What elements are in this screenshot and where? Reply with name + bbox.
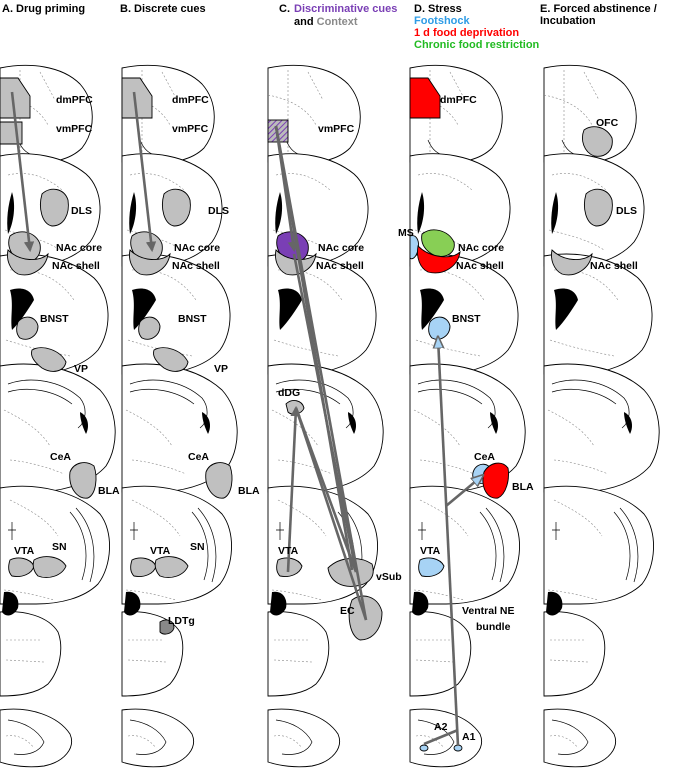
panel-e-title-line2: Incubation — [540, 15, 596, 27]
label-b-vp: VP — [214, 363, 228, 375]
region-d-nac-shell — [417, 245, 461, 274]
panel-d: dmPFC MS NAc core NAc shell BNST CeA BLA… — [398, 64, 534, 768]
panel-c-title-context: Context — [317, 16, 358, 28]
region-a-bla — [69, 462, 97, 499]
panel-c-title-and: and Context — [294, 16, 358, 28]
region-d-a2 — [419, 744, 429, 752]
panel-d-legend-footshock: Footshock — [414, 15, 470, 27]
label-d-vta: VTA — [420, 545, 441, 557]
panel-a-title: A. Drug priming — [2, 3, 85, 15]
label-b-bnst: BNST — [178, 313, 207, 325]
arrow-d-a1-to-bnst — [438, 338, 460, 747]
panel-c-title-prefix: C. — [279, 3, 290, 15]
region-a-vp — [31, 347, 67, 372]
arrow-d-a2-branch — [423, 728, 459, 746]
panel-d-title: D. Stress — [414, 3, 462, 15]
panel-c: vmPFC NAc core NAc shell dDG VTA vSub EC — [267, 64, 402, 768]
label-d-nac-core: NAc core — [458, 242, 504, 254]
panel-d-legend-food-restriction: Chronic food restriction — [414, 39, 540, 51]
label-d-bnst: BNST — [452, 313, 481, 325]
label-a-vmpfc: vmPFC — [56, 123, 93, 135]
panel-d-legend-food-deprivation: 1 d food deprivation — [414, 27, 519, 39]
panel-e-title-line1: E. Forced abstinence / — [540, 3, 657, 15]
region-b-bla — [205, 462, 233, 499]
label-d-dmpfc: dmPFC — [440, 94, 477, 106]
region-a-dmpfc — [0, 77, 31, 119]
region-b-bnst — [138, 316, 161, 340]
label-b-bla: BLA — [238, 485, 260, 497]
panel-e: OFC DLS NAc shell — [543, 64, 660, 768]
label-d-ventral-ne-line1: Ventral NE — [462, 605, 515, 617]
label-b-sn: SN — [190, 541, 205, 553]
label-b-cea: CeA — [188, 451, 209, 463]
label-b-vmpfc: vmPFC — [172, 123, 209, 135]
label-d-ms: MS — [398, 227, 414, 239]
arrow-b-pfc-to-nac — [132, 91, 157, 253]
label-d-a1: A1 — [462, 731, 476, 743]
label-a-sn: SN — [52, 541, 67, 553]
region-a-nac-shell — [7, 249, 49, 276]
label-a-dmpfc: dmPFC — [56, 94, 93, 106]
label-d-cea: CeA — [474, 451, 495, 463]
region-e-dls — [584, 188, 613, 227]
label-c-ec: EC — [340, 605, 355, 617]
label-c-vta: VTA — [278, 545, 299, 557]
label-a-vta: VTA — [14, 545, 35, 557]
label-a-bnst: BNST — [40, 313, 69, 325]
label-c-vmpfc: vmPFC — [318, 123, 355, 135]
label-a-bla: BLA — [98, 485, 120, 497]
panel-b: dmPFC vmPFC DLS NAc core NAc shell BNST … — [121, 64, 260, 768]
region-d-vta — [418, 557, 445, 577]
region-b-nac-shell — [129, 249, 171, 276]
label-b-ldtg: LDTg — [168, 615, 195, 627]
label-b-dls: DLS — [208, 205, 229, 217]
region-d-dmpfc — [409, 77, 441, 119]
panel-b-title: B. Discrete cues — [120, 3, 206, 15]
region-a-sn — [32, 556, 67, 578]
region-d-nac-core — [421, 229, 455, 257]
label-c-nac-core: NAc core — [318, 242, 364, 254]
panel-a: dmPFC vmPFC DLS NAc core NAc shell BNST … — [0, 64, 120, 768]
label-b-nac-shell: NAc shell — [172, 260, 220, 272]
arrow-c-vmpfc-to-ec — [274, 125, 368, 621]
arrow-c-nac-to-vsub — [292, 253, 358, 573]
arrow-d-bundle-to-cea — [445, 476, 482, 507]
region-b-vta — [130, 557, 157, 577]
region-a-vta — [8, 557, 35, 577]
region-b-ldtg — [159, 619, 175, 635]
label-b-dmpfc: dmPFC — [172, 94, 209, 106]
label-a-dls: DLS — [71, 205, 92, 217]
label-e-dls: DLS — [616, 205, 637, 217]
label-d-a2: A2 — [434, 721, 448, 733]
label-c-ddg: dDG — [278, 387, 300, 399]
arrow-a-pfc-to-nac — [10, 91, 35, 253]
region-e-nac-shell — [551, 249, 593, 276]
region-b-sn — [154, 556, 189, 578]
label-e-nac-shell: NAc shell — [590, 260, 638, 272]
label-a-vp: VP — [74, 363, 88, 375]
region-d-bla — [482, 462, 509, 499]
region-b-dls — [162, 188, 191, 227]
region-b-dmpfc — [121, 77, 153, 119]
label-d-ventral-ne-line2: bundle — [476, 621, 511, 633]
label-d-bla: BLA — [512, 481, 534, 493]
label-d-nac-shell: NAc shell — [456, 260, 504, 272]
region-a-dls — [40, 188, 69, 227]
label-b-vta: VTA — [150, 545, 171, 557]
region-e-ofc — [582, 126, 613, 157]
region-b-vp — [153, 347, 189, 372]
label-a-nac-shell: NAc shell — [52, 260, 100, 272]
label-a-nac-core: NAc core — [56, 242, 102, 254]
panel-c-title-discriminative-cues: Discriminative cues — [294, 3, 397, 15]
label-c-vsub: vSub — [376, 571, 402, 583]
label-c-nac-shell: NAc shell — [316, 260, 364, 272]
label-b-nac-core: NAc core — [174, 242, 220, 254]
label-a-cea: CeA — [50, 451, 71, 463]
region-a-bnst — [16, 316, 39, 340]
arrow-c-vta-to-ddg — [286, 405, 301, 573]
label-e-ofc: OFC — [596, 117, 619, 129]
arrow-c-ddg-to-ec — [294, 407, 368, 621]
